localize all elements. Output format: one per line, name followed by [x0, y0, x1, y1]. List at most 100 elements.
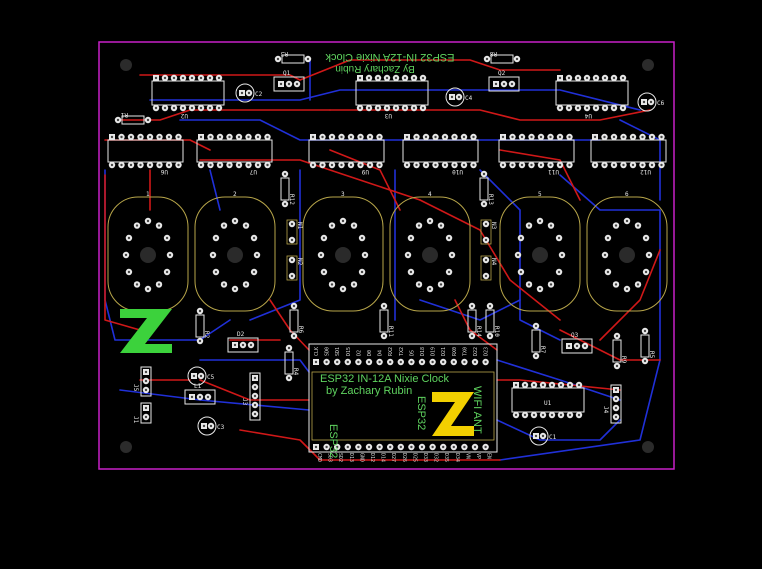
- esp32-top-pin-label: D4: [378, 350, 384, 356]
- capacitor-ref-c2: C2: [255, 91, 263, 98]
- title-top: ESP32 IN-12A Nixie Clock: [325, 51, 454, 63]
- esp32-bottom-pin-label: D12: [369, 453, 375, 462]
- trace-bottom-11: [209, 169, 221, 211]
- capacitor-ref-c3: C3: [217, 424, 225, 431]
- module-label-right: WIFI ANT: [471, 386, 483, 434]
- esp32-bottom-pin-label: D26: [401, 453, 407, 462]
- esp32-bottom-pin-label: D35: [443, 453, 449, 462]
- trace-bottom-13: [619, 119, 661, 201]
- trace-bottom-14: [419, 299, 521, 321]
- trace-top-1: [299, 59, 561, 81]
- resistor-r8: R8: [483, 50, 521, 64]
- capacitor-c6: C6: [637, 92, 665, 112]
- esp32-bottom-pin-label: CMD: [316, 453, 322, 462]
- esp32-bottom-pin-label: GND: [358, 453, 364, 462]
- nixie-tube-number-4: 4: [428, 191, 432, 198]
- resistor-r9-ref: R9: [620, 356, 627, 364]
- resistor-r3: R3: [274, 50, 312, 64]
- resistor-r9: R9: [612, 332, 627, 370]
- trace-bottom-4: [249, 169, 301, 321]
- nixie-tube-6: 6: [586, 191, 668, 312]
- trace-top-8: [419, 199, 561, 321]
- esp32-bottom-pin-label: VP: [475, 453, 481, 459]
- driver-ic-4: U10: [402, 133, 479, 175]
- esp32-top-pin-label: D23: [484, 347, 490, 356]
- header-ref-j4: J4: [602, 406, 609, 414]
- capacitor-c2: C2: [235, 83, 263, 103]
- shift-register-ref-3: U4: [584, 112, 592, 119]
- inductor-l1: L1: [184, 383, 216, 405]
- resistor-r7: R7: [531, 322, 546, 360]
- resistor-r10: R10: [485, 302, 500, 340]
- resistor-r14: R14: [467, 302, 482, 340]
- author-top: By Zachary Rubin: [335, 63, 414, 74]
- esp32-bottom-pin-label: D32: [433, 453, 439, 462]
- neon-2: N2: [286, 255, 303, 281]
- neon-ref-2: N2: [296, 258, 303, 266]
- nixie-tube-5: 5: [499, 191, 581, 312]
- author-bottom: by Zachary Rubin: [326, 385, 412, 397]
- esp32-bottom-pin-label: D25: [411, 453, 417, 462]
- driver-ic-ref-5: U11: [548, 168, 559, 175]
- transistor-q2-ref: Q2: [498, 70, 506, 77]
- nixie-tube-2: 2: [194, 191, 276, 312]
- neon-ref-4: N4: [490, 258, 497, 266]
- esp32-top-pin-label: RX2: [388, 347, 394, 356]
- trace-bottom-3: [499, 174, 661, 461]
- trace-bottom-7: [496, 359, 621, 401]
- esp32-bottom-pin-label: EN: [486, 453, 492, 459]
- resistor-r11: R11: [379, 302, 394, 340]
- trace-bottom-2: [179, 119, 601, 141]
- trace-bottom-9: [496, 419, 621, 441]
- capacitor-c3: C3: [197, 416, 225, 436]
- esp32-top-pin-label: TX2: [399, 347, 405, 356]
- top-copper-traces: [104, 59, 661, 461]
- trace-top-0: [139, 74, 301, 81]
- driver-ic-ref-2: U7: [249, 168, 257, 175]
- driver-ic-ref-1: U6: [160, 168, 168, 175]
- esp32-top-pin-label: SD0: [325, 347, 331, 356]
- esp32-bottom-pin-label: SD3: [327, 453, 333, 462]
- driver-ic-3: U9: [308, 133, 385, 175]
- header-j3: J3: [241, 372, 261, 421]
- header-ref-j3: J3: [241, 398, 248, 406]
- neon-3: N3: [480, 219, 497, 245]
- esp32-top-pin-label: D18: [420, 347, 426, 356]
- header-j4: J4: [602, 384, 622, 424]
- neon-4: N4: [480, 255, 497, 281]
- driver-ic-ref-4: U10: [452, 168, 463, 175]
- driver-ic-ref-6: U12: [640, 168, 651, 175]
- esp32-top-pin-label: D15: [346, 347, 352, 356]
- header-ref-j5: J5: [132, 384, 139, 392]
- esp32-top-pin-label: TX0: [462, 347, 468, 356]
- module-label-left: ESP32: [327, 424, 339, 458]
- header-ref-j1: J1: [132, 416, 139, 424]
- resistor-r4: R4: [284, 344, 299, 382]
- header-j5: J5: [132, 366, 152, 397]
- zigzag-logo-yellow: [432, 392, 474, 436]
- resistor-r5-ref: R5: [648, 351, 655, 359]
- trace-top-2: [104, 174, 141, 331]
- trace-top-18: [499, 149, 581, 201]
- nixie-tube-number-6: 6: [625, 191, 629, 198]
- shift-register-2: U3: [355, 74, 429, 119]
- resistor-r6: R6: [289, 302, 304, 340]
- transistor-q3-ref: Q3: [571, 332, 579, 339]
- module-label-mid: ESP32: [415, 396, 427, 430]
- esp32-top-pin-label: D19: [431, 347, 437, 356]
- driver-ic-1: U6: [107, 133, 184, 175]
- title-bottom: ESP32 IN-12A Nixie Clock: [320, 373, 449, 385]
- trace-top-19: [239, 429, 501, 461]
- transistor-q1: Q1: [273, 70, 305, 92]
- diode-d2-ref: D2: [237, 331, 245, 338]
- esp32-top-pin-label: D21: [441, 347, 447, 356]
- esp32-top-pin-label: D2: [356, 350, 362, 356]
- resistor-r8-ref: R8: [489, 50, 497, 57]
- shift-register-3: U4: [555, 74, 629, 119]
- resistor-r2: R2: [195, 307, 210, 345]
- esp32-bottom-pin-label: VN: [464, 453, 470, 459]
- resistor-r10-ref: R10: [493, 326, 500, 337]
- neon-ref-3: N3: [490, 222, 497, 230]
